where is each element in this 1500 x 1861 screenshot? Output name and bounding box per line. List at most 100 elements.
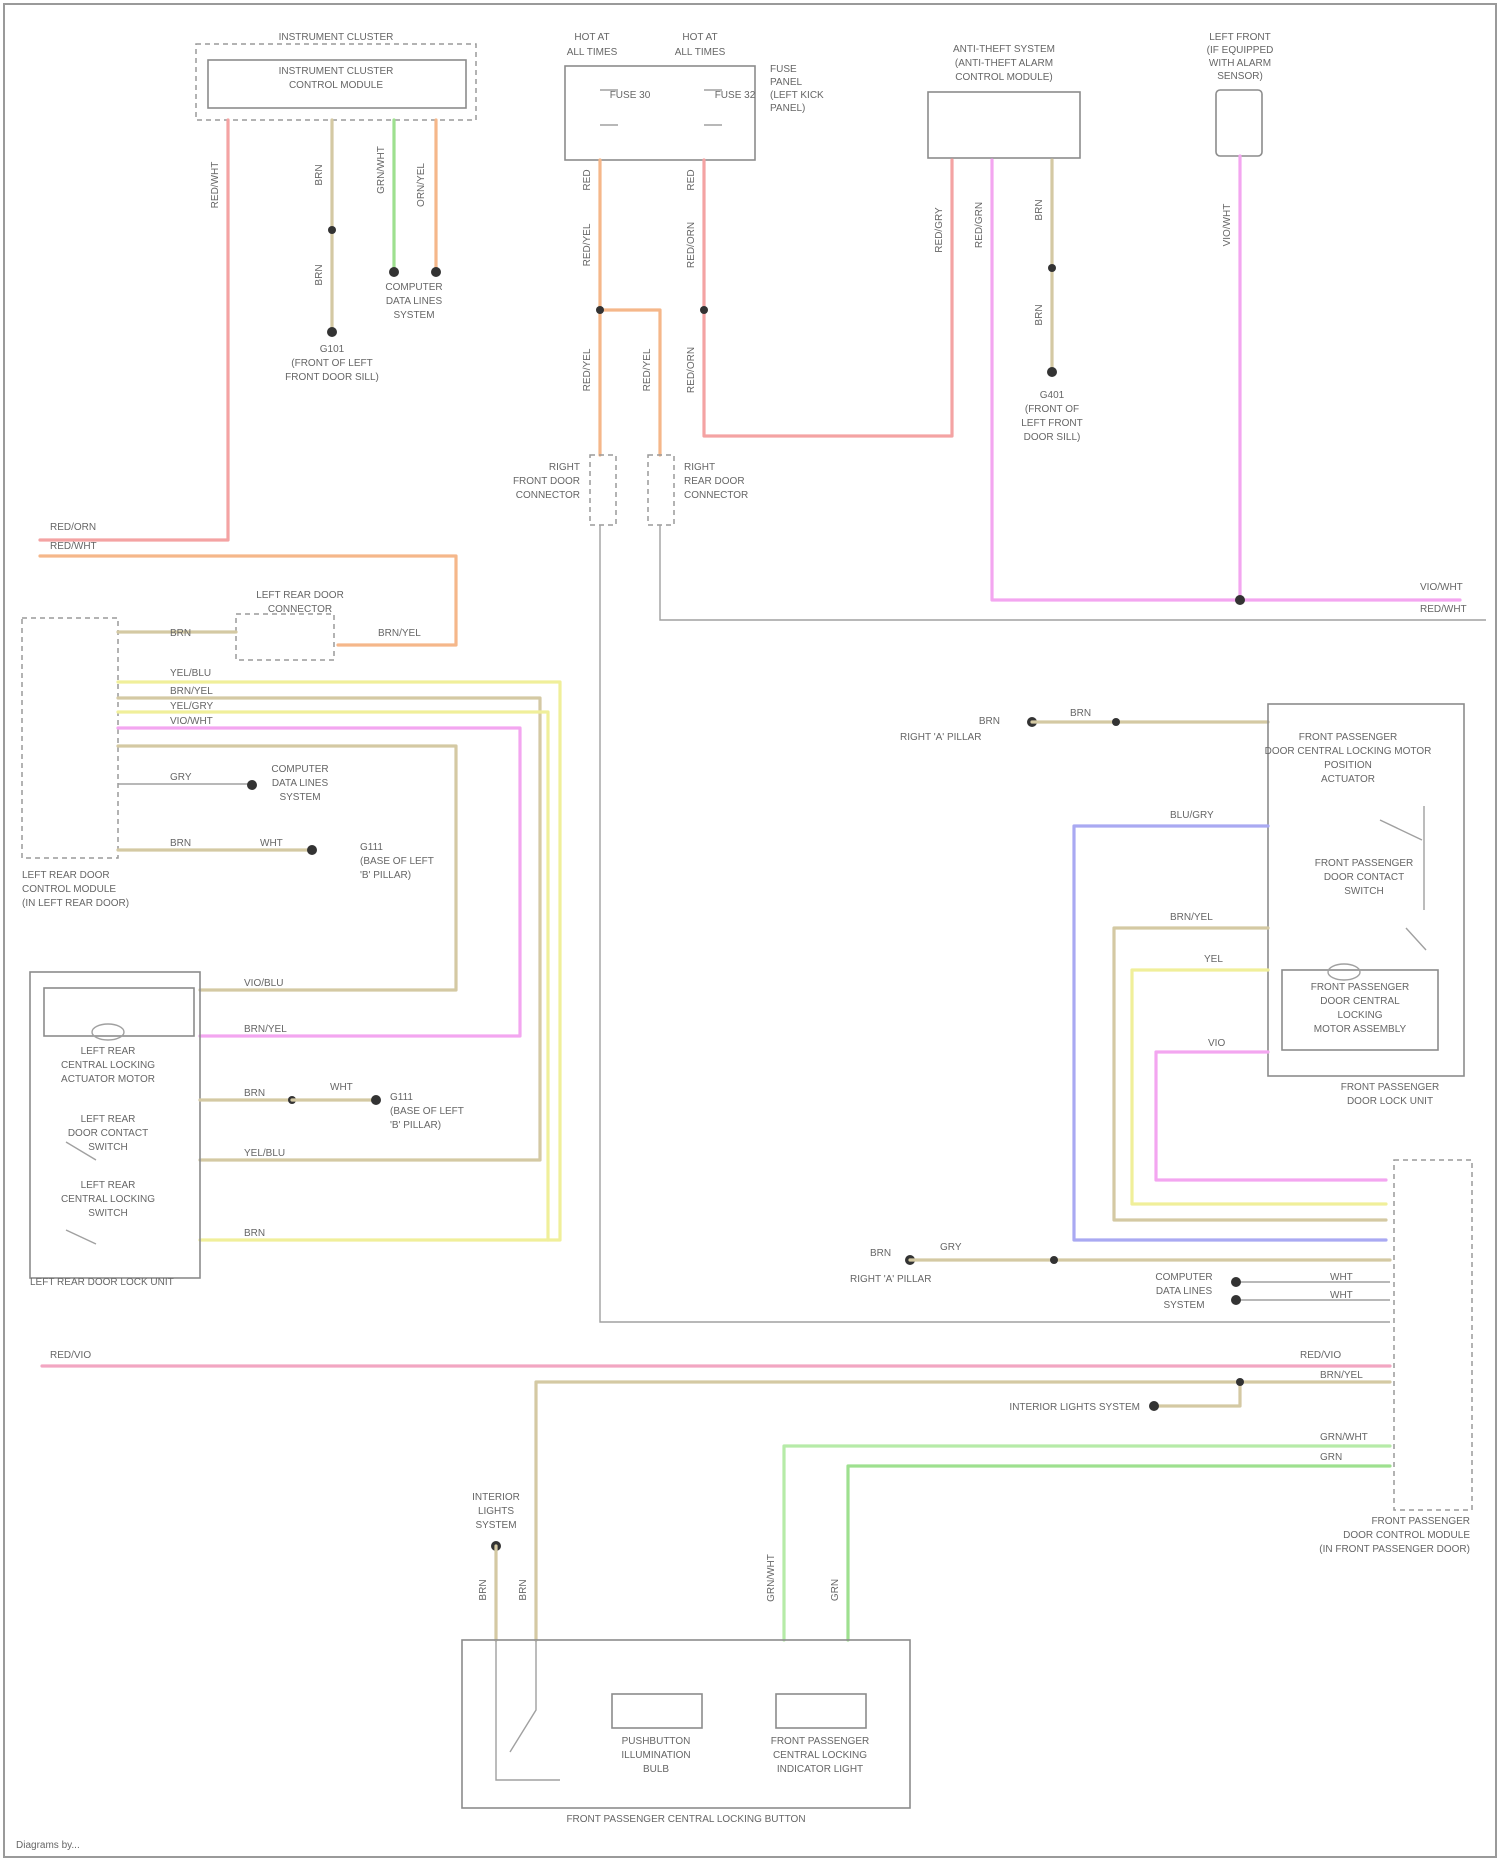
code-49: BRN [478, 1579, 489, 1600]
left-ground2-2: (BASE OF LEFT [390, 1106, 464, 1117]
left-actuator-1: LEFT REAR [81, 1046, 136, 1057]
code-30: BRN/YEL [244, 1024, 287, 1035]
rear-conn-1: LEFT REAR DOOR [256, 590, 344, 601]
code-50: BRN [518, 1579, 529, 1600]
code-43: WHT [1330, 1272, 1353, 1283]
ground-right-3: LEFT FRONT [1021, 418, 1082, 429]
right-switch-1: FRONT PASSENGER [1315, 858, 1414, 869]
code-23: YEL/GRY [170, 701, 213, 712]
right-module-3: (IN FRONT PASSENGER DOOR) [1319, 1544, 1470, 1555]
code-29: VIO/BLU [244, 978, 283, 989]
left-comm-2: DATA LINES [272, 778, 329, 789]
left-rear-door-lock-unit: LEFT REAR CENTRAL LOCKING ACTUATOR MOTOR… [30, 972, 200, 1288]
left-rear-door-control-module [22, 618, 118, 858]
fuse-panel: HOT AT ALL TIMES HOT AT ALL TIMES FUSE 3… [565, 32, 824, 160]
left-front-sensor: LEFT FRONT (IF EQUIPPED WITH ALARM SENSO… [1207, 32, 1274, 156]
instrument-cluster-title: INSTRUMENT CLUSTER [279, 32, 394, 43]
switch-contact [496, 1640, 560, 1780]
anti-theft-module: ANTI-THEFT SYSTEM (ANTI-THEFT ALARM CONT… [928, 44, 1080, 158]
lf-sensor-label-1: LEFT FRONT [1209, 32, 1270, 43]
right-ground-mid: RIGHT 'A' PILLAR [850, 1274, 931, 1285]
pb1-1: PUSHBUTTON [622, 1736, 691, 1747]
anti-theft-label-3: CONTROL MODULE) [955, 72, 1052, 83]
code-12: RED/ORN [686, 347, 697, 393]
pb1-2: ILLUMINATION [621, 1750, 690, 1761]
fuse-note-2: PANEL [770, 77, 802, 88]
bottom-switch-title: FRONT PASSENGER CENTRAL LOCKING BUTTON [566, 1814, 805, 1825]
interior-light-label: INTERIOR LIGHTS SYSTEM [1009, 1402, 1140, 1413]
code-17: VIO/WHT [1222, 204, 1233, 247]
left-comm-3: SYSTEM [279, 792, 320, 803]
code-55: VIO/WHT [1420, 582, 1463, 593]
left-ground-3: 'B' PILLAR) [360, 870, 411, 881]
instrument-cluster-label-1: INSTRUMENT CLUSTER [279, 66, 394, 77]
code-40: VIO [1208, 1038, 1225, 1049]
fuse-note-3: (LEFT KICK [770, 90, 824, 101]
ground-right-2: (FRONT OF [1025, 404, 1079, 415]
conn-left-3: CONNECTOR [516, 490, 580, 501]
conn-right-1: RIGHT [684, 462, 715, 473]
pb2-3: INDICATOR LIGHT [777, 1764, 863, 1775]
pb2-1: FRONT PASSENGER [771, 1736, 870, 1747]
bottom-ground-2: LIGHTS [478, 1506, 514, 1517]
left-switch2-2: CENTRAL LOCKING [61, 1194, 155, 1205]
right-lock-1: FRONT PASSENGER [1341, 1082, 1440, 1093]
code-28: BRN/YEL [378, 628, 421, 639]
code-39: YEL [1204, 954, 1223, 965]
instrument-cluster: INSTRUMENT CLUSTER INSTRUMENT CLUSTER CO… [196, 32, 476, 120]
left-switch1-3: SWITCH [88, 1142, 127, 1153]
code-2: BRN [314, 164, 325, 185]
instrument-cluster-label-2: CONTROL MODULE [289, 80, 383, 91]
code-8: RED/YEL [582, 348, 593, 391]
fuse-note-1: FUSE [770, 64, 797, 75]
code-16: BRN [1034, 304, 1045, 325]
right-comm-2: DATA LINES [1156, 1286, 1213, 1297]
fuse-32-label: FUSE 32 [715, 90, 756, 101]
front-passenger-door-lock-unit: FRONT PASSENGER DOOR CENTRAL LOCKING MOT… [1265, 704, 1464, 1107]
code-44: WHT [1330, 1290, 1353, 1301]
fuse-note-4: PANEL) [770, 103, 805, 114]
code-52: GRN [830, 1579, 841, 1601]
code-42: GRY [940, 1242, 962, 1253]
code-9: RED/YEL [642, 348, 653, 391]
right-motor-2: DOOR CENTRAL [1320, 996, 1400, 1007]
left-rear-door-connector: LEFT REAR DOOR CONNECTOR [236, 590, 344, 660]
wire-r-violet [1156, 1052, 1386, 1180]
right-module-2: DOOR CONTROL MODULE [1343, 1530, 1470, 1541]
ground-left-3: FRONT DOOR SILL) [285, 372, 379, 383]
right-motor-3: LOCKING [1337, 1010, 1382, 1021]
code-10: RED [686, 169, 697, 190]
left-switch1-1: LEFT REAR [81, 1114, 136, 1125]
door-connectors: RIGHT FRONT DOOR CONNECTOR RIGHT REAR DO… [513, 455, 748, 525]
wire-bottom-grn [848, 1466, 1390, 1640]
right-actuator-2: DOOR CENTRAL LOCKING MOTOR [1265, 746, 1432, 757]
code-3: BRN [314, 264, 325, 285]
code-6: RED [582, 169, 593, 190]
left-ground2-3: 'B' PILLAR) [390, 1120, 441, 1131]
pb2-2: CENTRAL LOCKING [773, 1750, 867, 1761]
ground-right-4: DOOR SILL) [1024, 432, 1081, 443]
code-35: BRN [979, 716, 1000, 727]
left-module-2: CONTROL MODULE [22, 884, 116, 895]
front-passenger-door-control-module [1394, 1160, 1472, 1510]
left-switch2-1: LEFT REAR [81, 1180, 136, 1191]
code-24: VIO/WHT [170, 716, 213, 727]
wire-ic-red [40, 120, 228, 540]
right-motor-4: MOTOR ASSEMBLY [1314, 1024, 1407, 1035]
code-45: RED/VIO [50, 1350, 91, 1361]
comm-top-1: COMPUTER [385, 282, 442, 293]
code-1: RED/WHT [210, 162, 221, 209]
code-22: BRN/YEL [170, 686, 213, 697]
fuse-right-hot-1: HOT AT [682, 32, 717, 43]
right-comm-1: COMPUTER [1155, 1272, 1212, 1283]
right-actuator-4: ACTUATOR [1321, 774, 1375, 785]
left-comm-1: COMPUTER [271, 764, 328, 775]
interior-lights-ground: INTERIOR LIGHTS SYSTEM [472, 1492, 520, 1551]
code-4: GRN/WHT [376, 146, 387, 194]
code-5: ORN/YEL [416, 163, 427, 207]
lf-sensor-label-4: SENSOR) [1217, 71, 1263, 82]
lf-sensor-label-2: (IF EQUIPPED [1207, 45, 1274, 56]
code-34: BRN [244, 1228, 265, 1239]
front-passenger-central-locking-button: PUSHBUTTON ILLUMINATION BULB FRONT PASSE… [462, 1640, 910, 1825]
